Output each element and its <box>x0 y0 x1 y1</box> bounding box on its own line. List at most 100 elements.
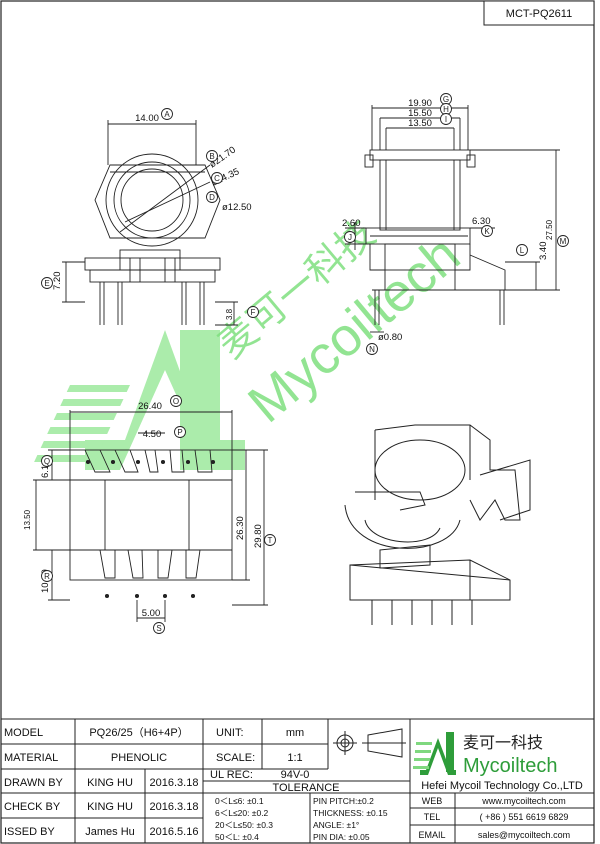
ref-letter-g: G <box>443 95 449 104</box>
ref-letter-r: R <box>44 572 50 581</box>
tel-label: TEL <box>424 812 441 822</box>
dim-15-50: 15.50 <box>408 108 432 119</box>
unit-label: UNIT: <box>216 727 244 739</box>
ref-letter-o: O <box>173 397 179 406</box>
dim-26-40: 26.40 <box>138 401 162 412</box>
ref-circle-p <box>174 426 186 438</box>
ulrec-label: UL REC: <box>210 769 253 781</box>
dim-13-50b: 13.50 <box>23 509 32 530</box>
dim-13-50: 13.50 <box>408 118 432 129</box>
company-logo-text: Mycoiltech <box>463 755 557 777</box>
email-label: EMAIL <box>418 830 445 840</box>
tel-value: ( +86 ) 551 6619 6829 <box>480 812 569 822</box>
model-value: PQ26/25（H6+4P） <box>89 726 188 739</box>
ref-letter-l: L <box>520 246 525 255</box>
svg-text:www.mycoiltech.com: www.mycoiltech.com <box>481 796 566 806</box>
company-block: 麦可一科技 Mycoiltech Hefei Mycoil Technology… <box>413 732 583 840</box>
ref-letter-n: N <box>369 345 375 354</box>
model-label: MODEL <box>4 727 43 739</box>
title-block <box>1 718 594 843</box>
dim-3-40: 3.40 <box>538 242 549 261</box>
ref-letter-c: C <box>214 174 220 183</box>
ref-circle-n <box>366 343 378 355</box>
side-view-labels: 19.90 15.50 13.50 2.60 6.30 3.40 27.50 ø… <box>342 98 554 343</box>
drawn-date: 2016.3.18 <box>150 777 199 789</box>
scale-value: 1:1 <box>287 752 302 764</box>
top-view <box>62 120 238 326</box>
ref-letter-f: F <box>251 308 256 317</box>
dim-27-50: 27.50 <box>545 219 554 240</box>
dim-26-30: 26.30 <box>235 516 246 540</box>
drawing-number-box: MCT-PQ2611 <box>483 0 595 26</box>
tol-4: 50＜L: ±0.4 <box>215 832 259 842</box>
dim-5-00: 5.00 <box>142 608 161 619</box>
material-label: MATERIAL <box>4 752 58 764</box>
material-value: PHENOLIC <box>111 752 167 764</box>
email-link[interactable]: sales@mycoiltech.com <box>478 830 570 840</box>
tol-pindia: PIN DIA: ±0.05 <box>313 832 370 842</box>
ref-circle-q <box>41 455 53 467</box>
title-block-text: MODEL PQ26/25（H6+4P） UNIT: mm MATERIAL P… <box>4 726 388 842</box>
ref-letter-k: K <box>484 227 490 236</box>
dim-3-8: 3.8 <box>225 308 234 320</box>
ref-letter-e: E <box>44 279 49 288</box>
ref-letter-m: M <box>560 237 567 246</box>
dim-dia-0-80: ø0.80 <box>378 332 402 343</box>
isometric-view <box>344 424 531 625</box>
tolerance-label: TOLERANCE <box>272 782 339 794</box>
company-cn-name: 麦可一科技 <box>463 734 543 752</box>
ref-letter-p: P <box>177 428 182 437</box>
ref-letter-a: A <box>164 110 170 119</box>
tol-3: 20＜L≤50: ±0.3 <box>215 820 273 830</box>
dim-7-20: 7.20 <box>52 272 63 291</box>
ref-circle-t <box>264 534 276 546</box>
web-link[interactable]: www.mycoiltech.com <box>481 796 566 806</box>
tol-pitch: PIN PITCH:±0.2 <box>313 796 374 806</box>
ref-circle-j <box>344 231 356 243</box>
watermark: 麦可一科技 Mycoiltech <box>34 213 471 470</box>
bottom-view <box>33 410 268 622</box>
ref-letter-j: J <box>348 233 352 242</box>
dim-6-10: 6.10 <box>40 460 51 479</box>
dim-14: 14.00 <box>135 113 159 124</box>
ref-circle-s <box>153 622 165 634</box>
ref-letter-h: H <box>443 105 449 114</box>
tol-1: 0＜L≤6: ±0.1 <box>215 796 264 806</box>
ref-circle-f <box>247 306 259 318</box>
drawn-name: KING HU <box>87 777 133 789</box>
dim-6-30: 6.30 <box>472 216 491 227</box>
ref-letter-q: Q <box>44 457 50 466</box>
dim-19-90: 19.90 <box>408 98 432 109</box>
tol-2: 6＜L≤20: ±0.2 <box>215 808 269 818</box>
issued-date: 2016.5.16 <box>150 826 199 838</box>
check-date: 2016.3.18 <box>150 801 199 813</box>
drawing-number: MCT-PQ2611 <box>506 8 572 20</box>
ref-circle-i <box>440 113 452 125</box>
drawn-label: DRAWN BY <box>4 777 64 789</box>
ref-letter-t: T <box>268 536 273 545</box>
dim-2-60: 2.60 <box>342 218 361 229</box>
ref-circle-o <box>170 395 182 407</box>
tol-angle: ANGLE: ±1° <box>313 820 359 830</box>
ref-circle-c <box>211 172 223 184</box>
tol-thick: THICKNESS: ±0.15 <box>313 808 388 818</box>
dim-4-50: 4.50 <box>143 429 162 440</box>
check-label: CHECK BY <box>4 801 61 813</box>
issued-label: ISSED BY <box>4 826 55 838</box>
ref-letter-i: I <box>445 115 447 124</box>
web-label: WEB <box>422 796 443 806</box>
ref-letter-b: B <box>209 152 214 161</box>
ref-circle-k <box>481 225 493 237</box>
svg-text:sales@mycoiltech.com: sales@mycoiltech.com <box>478 830 570 840</box>
ref-circle-l <box>516 244 528 256</box>
unit-value: mm <box>286 727 304 739</box>
ref-letter-d: D <box>209 193 215 202</box>
ref-circle-e <box>41 277 53 289</box>
ref-circle-a <box>161 108 173 120</box>
dim-29-80: 29.80 <box>253 524 264 548</box>
company-full-name: Hefei Mycoil Technology Co.,LTD <box>421 780 583 792</box>
ref-circle-m <box>557 235 569 247</box>
